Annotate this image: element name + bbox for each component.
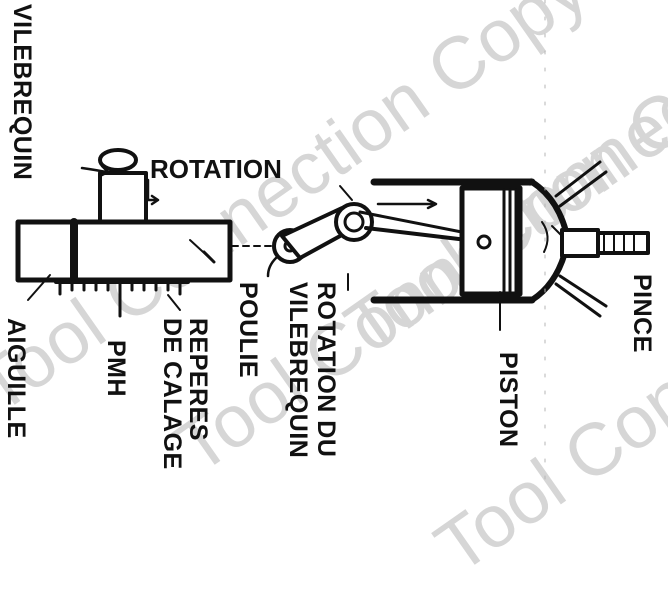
- label-pince: PINCE: [628, 274, 656, 353]
- piston: [459, 185, 523, 331]
- pince-clamp: [554, 160, 608, 318]
- label-rotation-du: ROTATION DU: [312, 282, 340, 458]
- label-poulie: POULIE: [234, 282, 262, 379]
- pulley: [15, 218, 233, 284]
- label-vilebrequin: VILEBREQUIN: [8, 4, 36, 181]
- connecting-rod: [280, 185, 486, 291]
- label-rotation: ROTATION: [150, 154, 282, 184]
- label-vilebrequin-2: VILEBREQUIN: [284, 282, 312, 459]
- engine-timing-drawing: [15, 0, 650, 493]
- label-piston: PISTON: [494, 352, 522, 448]
- spark-plug: [541, 221, 650, 258]
- rotation-arrow-icon: [80, 164, 160, 206]
- label-de-calage: DE CALAGE: [158, 318, 186, 470]
- timing-scale: [54, 280, 190, 318]
- label-reperes: REPERES: [184, 318, 212, 441]
- label-aiguille: AIGUILLE: [2, 318, 30, 439]
- label-pmh: PMH: [102, 340, 130, 398]
- crankshaft-nose: [98, 148, 148, 227]
